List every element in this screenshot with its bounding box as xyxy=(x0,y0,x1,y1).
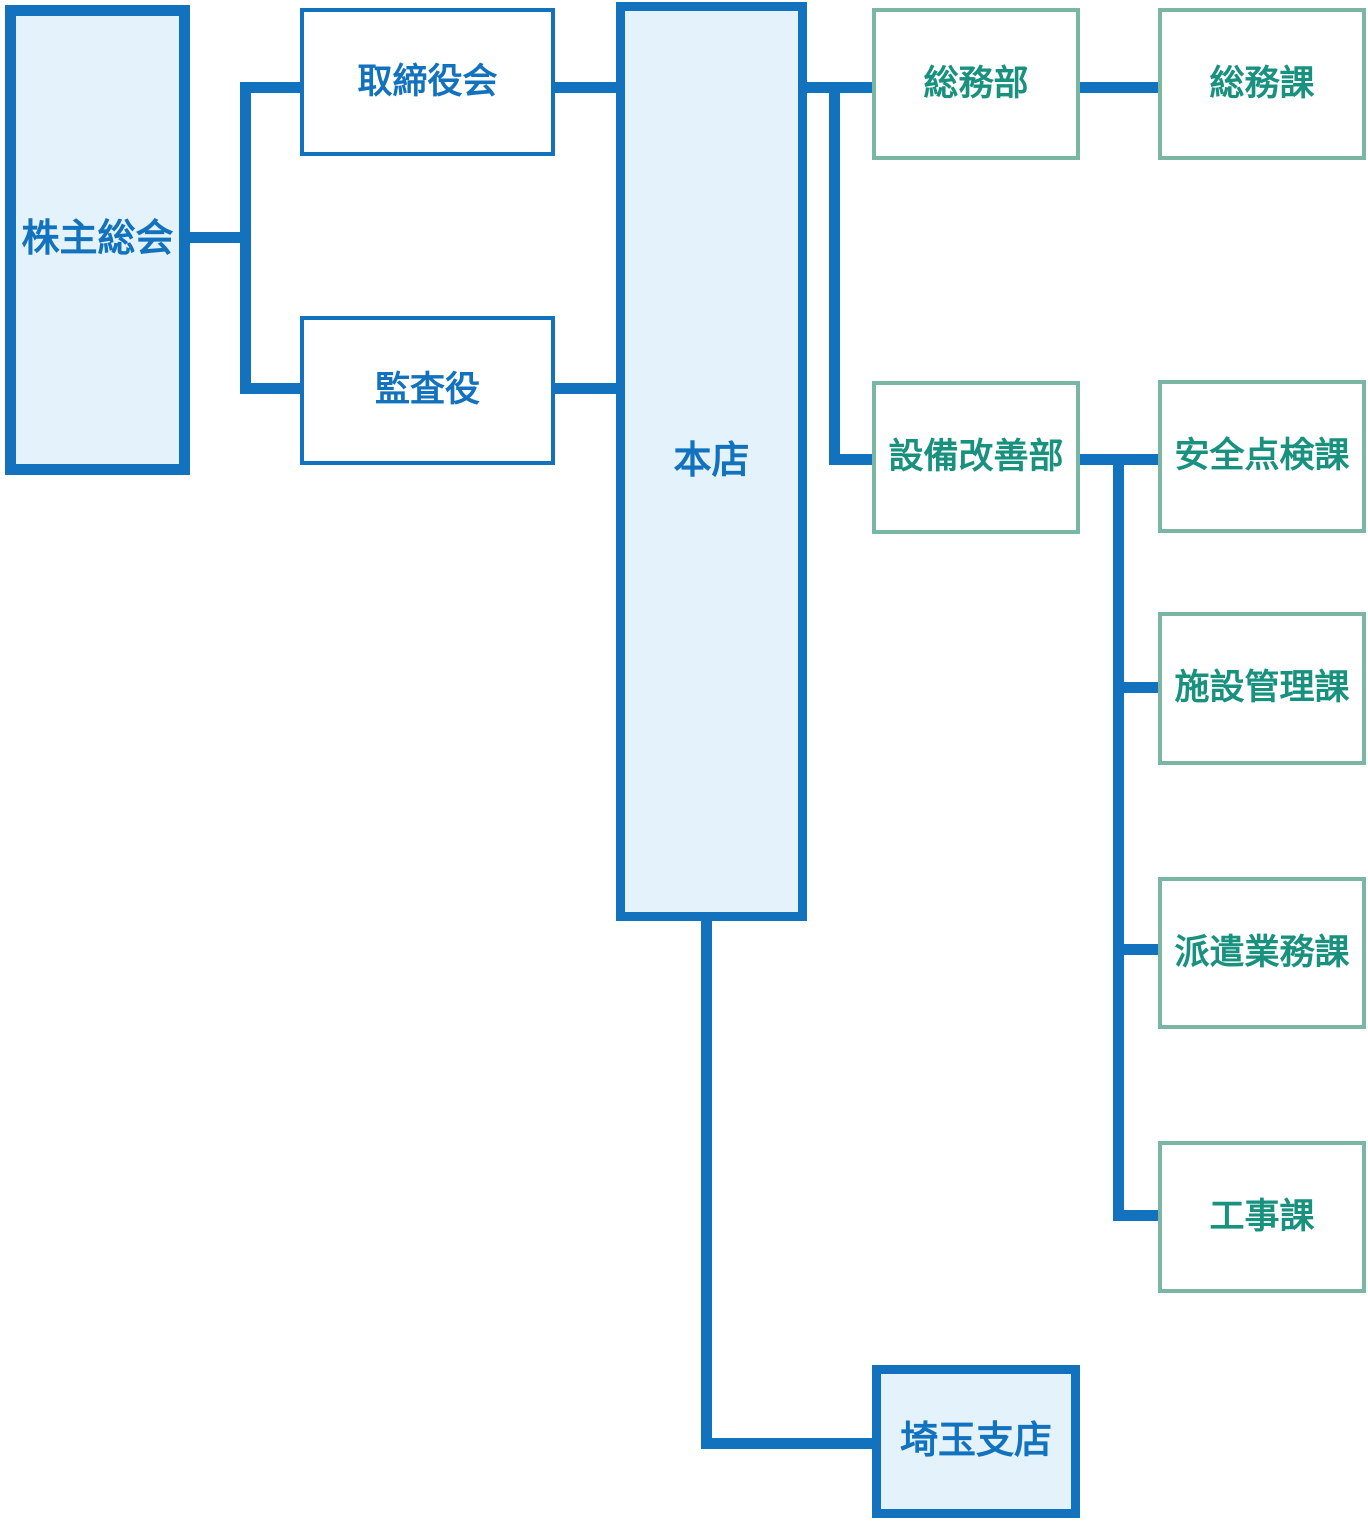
node-label: 施設管理課 xyxy=(1174,668,1350,708)
org-node-auditor: 監査役 xyxy=(300,316,555,465)
org-node-facility-management-section: 施設管理課 xyxy=(1158,612,1366,765)
node-label: 工事課 xyxy=(1209,1196,1315,1236)
connector-trunk-left-vertical xyxy=(240,82,251,394)
node-label: 設備改善部 xyxy=(888,437,1064,477)
connector-trunk-to-facility-management xyxy=(1124,682,1158,693)
connector-to-saitama-branch xyxy=(701,1438,872,1449)
org-node-board-of-directors: 取締役会 xyxy=(300,8,555,156)
connector-trunk-head-office-vertical xyxy=(829,82,840,465)
org-node-general-affairs-dept: 総務部 xyxy=(872,8,1080,160)
connector-auditor-to-head-office xyxy=(555,383,616,394)
org-node-facility-improvement-dept: 設備改善部 xyxy=(872,381,1080,534)
org-node-safety-inspection-section: 安全点検課 xyxy=(1158,380,1366,533)
node-label: 監査役 xyxy=(374,370,480,410)
connector-trunk-to-auditor xyxy=(251,383,300,394)
org-node-saitama-branch: 埼玉支店 xyxy=(872,1365,1080,1518)
node-label: 埼玉支店 xyxy=(899,1419,1052,1462)
connector-trunk-sections-vertical xyxy=(1113,454,1124,1221)
node-label: 総務課 xyxy=(1209,63,1315,103)
org-node-head-office: 本店 xyxy=(616,2,807,921)
org-node-shareholders-meeting: 株主総会 xyxy=(5,5,190,475)
node-label: 本店 xyxy=(673,439,750,482)
node-label: 派遣業務課 xyxy=(1174,932,1350,972)
connector-trunk-to-facility-improvement xyxy=(840,454,872,465)
node-label: 安全点検課 xyxy=(1174,436,1350,476)
org-node-general-affairs-section: 総務課 xyxy=(1158,8,1366,160)
org-node-dispatch-operations-section: 派遣業務課 xyxy=(1158,877,1366,1029)
connector-shareholders-to-trunk xyxy=(190,232,251,243)
connector-trunk-to-board xyxy=(251,82,300,93)
node-label: 株主総会 xyxy=(21,218,174,261)
connector-general-affairs-dept-to-section xyxy=(1080,82,1158,93)
node-label: 取締役会 xyxy=(357,61,498,101)
connector-board-to-head-office xyxy=(555,82,616,93)
org-node-construction-section: 工事課 xyxy=(1158,1141,1366,1293)
connector-trunk-to-construction xyxy=(1124,1210,1158,1221)
connector-head-office-down-vertical xyxy=(701,921,712,1449)
node-label: 総務部 xyxy=(923,63,1029,103)
connector-trunk-to-dispatch-operations xyxy=(1124,944,1158,955)
